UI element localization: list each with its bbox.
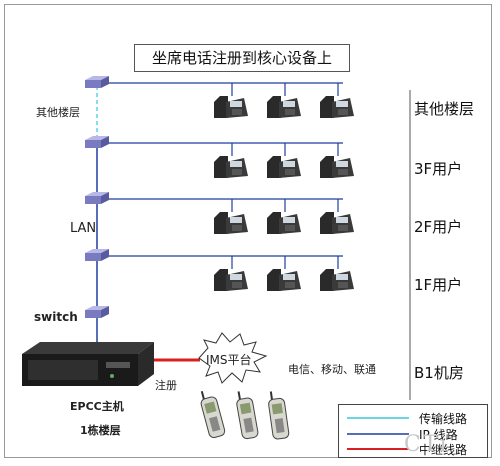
desk-phone-icon (267, 96, 301, 118)
legend-transmission: 传输线路 (419, 412, 468, 426)
phone-drops (231, 83, 339, 269)
switch-label: switch (34, 310, 78, 324)
legend: 传输线路 IP 线路 中继线路 (338, 404, 488, 458)
legend-trunk: 中继线路 (419, 443, 468, 457)
desk-phone-icon (320, 269, 354, 291)
right-label-2f: 2F用户 (414, 218, 463, 236)
ims-label: IMS平台 (206, 353, 252, 367)
ims-burst-shape (198, 332, 268, 384)
carriers-label: 电信、移动、联通 (288, 363, 376, 376)
legend-lines (347, 417, 409, 450)
host-label: EPCC主机 (70, 400, 124, 413)
desk-phones (214, 96, 354, 291)
switch-icon-3f (85, 136, 109, 148)
desk-phone-icon (214, 269, 248, 291)
right-label-1f: 1F用户 (414, 276, 463, 294)
mobile-phone-icon (268, 391, 290, 440)
right-label-b1: B1机房 (414, 364, 464, 382)
building-label: 1栋楼层 (80, 424, 121, 437)
switch-icon-core (85, 306, 109, 318)
right-label-other-floor: 其他楼层 (414, 100, 475, 118)
desk-phone-icon (320, 96, 354, 118)
switch-icon-2f (85, 192, 109, 204)
desk-phone-icon (267, 269, 301, 291)
switch-icon-other (85, 76, 109, 88)
desk-phone-icon (267, 212, 301, 234)
desk-phone-icon (214, 156, 248, 178)
desk-phone-icon (320, 156, 354, 178)
mobile-phone-icon (236, 391, 259, 440)
lan-label: LAN (70, 221, 97, 236)
register-label: 注册 (155, 379, 177, 392)
diagram-title: 坐席电话注册到核心设备上 (134, 44, 350, 72)
mobile-phones (200, 390, 290, 440)
other-floor-label: 其他楼层 (36, 106, 80, 119)
desk-phone-icon (320, 212, 354, 234)
server-icon (22, 342, 154, 386)
diagram-frame (4, 4, 492, 458)
mobile-phone-icon (200, 390, 226, 439)
watermark-logo: CTi (404, 432, 449, 457)
desk-phone-icon (267, 156, 301, 178)
desk-phone-icon (214, 212, 248, 234)
right-label-3f: 3F用户 (414, 160, 463, 178)
desk-phone-icon (214, 96, 248, 118)
legend-ip: IP 线路 (419, 428, 458, 442)
switch-icon-1f (85, 249, 109, 261)
